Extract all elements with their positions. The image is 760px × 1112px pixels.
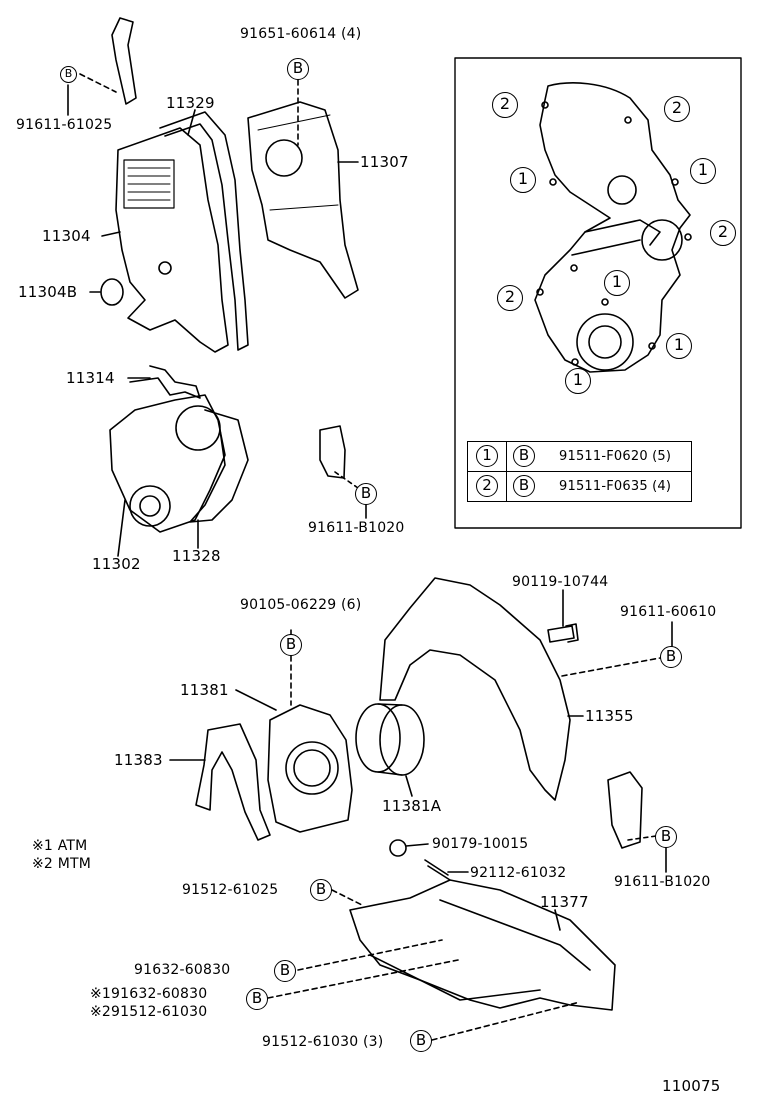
legend-table: 1 B 91511-F0620 (5) 2 B 91511-F0635 (4) (467, 441, 692, 502)
legend-row: 2 B 91511-F0635 (4) (467, 471, 692, 502)
bolt-marker: B (60, 66, 77, 83)
part-label[interactable]: 90119-10744 (512, 574, 609, 590)
cover-11304-drawing (115, 127, 229, 353)
part-label[interactable]: 90105-06229 (6) (240, 597, 362, 613)
part-label[interactable]: 11355 (585, 707, 634, 725)
inset-marker-2: 2 (492, 92, 518, 118)
bolt-marker: B (355, 483, 377, 505)
bolt-marker: B (660, 646, 682, 668)
legend-num: 1 (476, 445, 498, 467)
plate-11355-drawing (379, 577, 571, 801)
part-label[interactable]: 11329 (166, 94, 215, 112)
leader-91512-61025 (331, 889, 363, 906)
part-label[interactable]: 11328 (172, 547, 221, 565)
part-label[interactable]: 11314 (66, 369, 115, 387)
drain-plug-drawing (389, 839, 407, 857)
leader-11377 (554, 909, 561, 931)
part-label[interactable]: ※291512-61030 (90, 1004, 208, 1020)
leader-11329 (187, 109, 196, 136)
part-label[interactable]: 11381 (180, 681, 229, 699)
part-label[interactable]: ※191632-60830 (90, 986, 208, 1002)
part-label[interactable]: 92112-61032 (470, 865, 567, 881)
diagram-id: 110075 (662, 1077, 721, 1095)
inset-marker-1: 1 (690, 158, 716, 184)
inset-marker-1: 1 (565, 368, 591, 394)
oilpan-11377-drawing (349, 879, 616, 1011)
leader-11302 (117, 499, 126, 557)
inset-marker-2: 2 (497, 285, 523, 311)
part-label[interactable]: 91651-60614 (4) (240, 26, 362, 42)
legend-part-number: 91511-F0635 (4) (559, 479, 672, 494)
inset-marker-1: 1 (666, 333, 692, 359)
note-atm: ※1 ATM (32, 838, 88, 854)
inset-marker-2: 2 (664, 96, 690, 122)
part-label[interactable]: 91611-60610 (620, 604, 717, 620)
inset-marker-1: 1 (604, 270, 630, 296)
leader-191632-60830 (267, 959, 459, 999)
bolt-marker: B (655, 826, 677, 848)
legend-row: 1 B 91511-F0620 (5) (467, 441, 692, 472)
bolt-marker: B (287, 58, 309, 80)
inset-marker-1: 1 (510, 167, 536, 193)
inset-frame (454, 57, 742, 529)
legend-bolt-mark: B (513, 445, 535, 467)
part-label[interactable]: 90179-10015 (432, 836, 529, 852)
leader-90179 (405, 843, 429, 847)
cover-11307-drawing (247, 101, 359, 299)
bolt-90119-drawing (547, 623, 579, 643)
leader-bracket-top (79, 73, 117, 93)
note-mtm: ※2 MTM (32, 856, 91, 872)
part-label[interactable]: 11304 (42, 227, 91, 245)
gasket-11328-drawing (189, 409, 249, 523)
part-label[interactable]: 91512-61030 (3) (262, 1034, 384, 1050)
leader-bracket-mid (334, 471, 359, 489)
stud-92112-drawing (424, 859, 451, 881)
part-label[interactable]: 11377 (540, 893, 589, 911)
bolt-marker: B (310, 879, 332, 901)
bracket-mid-drawing (319, 425, 346, 479)
part-label[interactable]: 91611-B1020 (614, 874, 711, 890)
part-label[interactable]: 11307 (360, 153, 409, 171)
gasket-11329-drawing (159, 111, 249, 351)
part-label[interactable]: 91611-61025 (16, 117, 113, 133)
bolt-marker: B (410, 1030, 432, 1052)
seal-11381A-drawing (355, 703, 425, 776)
leader-91611-60610 (561, 657, 661, 677)
cover-11302-drawing (109, 394, 226, 533)
bolt-marker: B (280, 634, 302, 656)
legend-bolt-mark: B (513, 475, 535, 497)
bracket-right-drawing (607, 771, 643, 849)
legend-part-number: 91511-F0620 (5) (559, 449, 672, 464)
leader-11304 (101, 231, 121, 237)
leader-bracket-right (627, 835, 657, 841)
inset-cover-drawing (534, 82, 692, 373)
legend-num: 2 (476, 475, 498, 497)
part-label[interactable]: 11304B (18, 283, 78, 301)
part-label[interactable]: 91632-60830 (134, 962, 231, 978)
leader-11381A (405, 775, 413, 797)
bolt-marker: B (246, 988, 268, 1010)
leader-91512-61030 (431, 1001, 581, 1041)
part-label[interactable]: 91512-61025 (182, 882, 279, 898)
plug-11304B-drawing (100, 278, 124, 306)
part-label[interactable]: 11383 (114, 751, 163, 769)
part-label[interactable]: 11381A (382, 797, 442, 815)
leader-91632-60830 (297, 939, 443, 971)
inset-marker-2: 2 (710, 220, 736, 246)
leader-11381 (235, 689, 277, 711)
retainer-11381-drawing (267, 704, 353, 833)
gasket-11383-drawing (195, 723, 271, 841)
bolt-marker: B (274, 960, 296, 982)
gasket-11314-drawing (129, 365, 201, 399)
part-label[interactable]: 11302 (92, 555, 141, 573)
bracket-top-drawing (111, 17, 137, 105)
part-label[interactable]: 91611-B1020 (308, 520, 405, 536)
